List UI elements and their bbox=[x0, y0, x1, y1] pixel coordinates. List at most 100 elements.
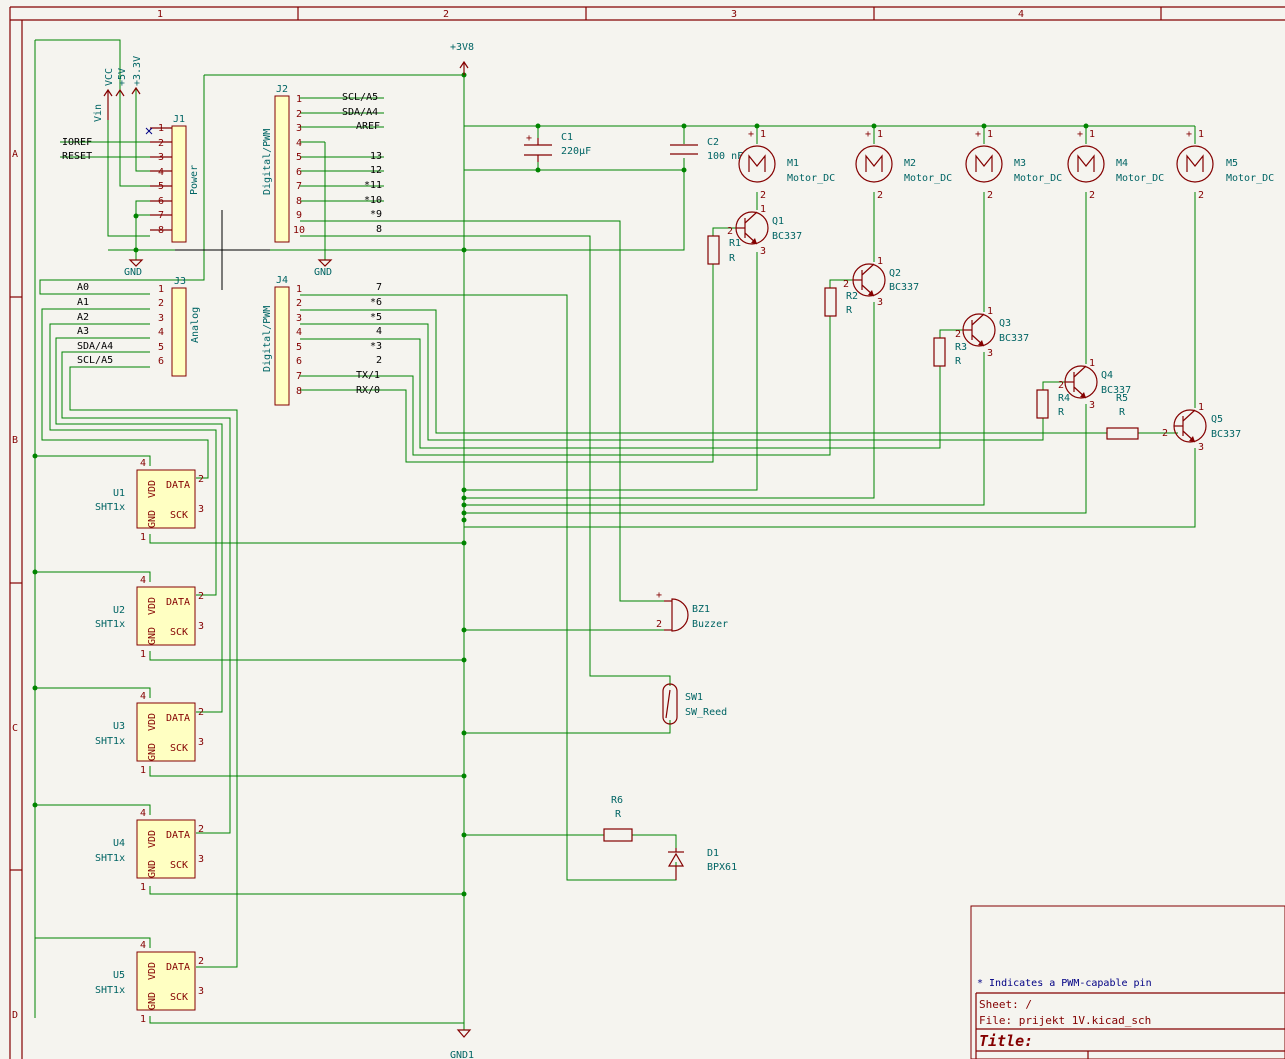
frame-row-b: B bbox=[12, 435, 18, 446]
connector-j2[interactable]: J2 Digital/PWM 1 2 3 4 5 6 7 8 9 10 SCL/… bbox=[262, 84, 382, 243]
sensor-u3[interactable]: VDD GND DATA SCK 4 1 2 3 U3 SHT1x bbox=[95, 691, 204, 776]
title-block: * Indicates a PWM-capable pin Sheet: / F… bbox=[970, 905, 1285, 1059]
title-label: Title: bbox=[979, 1032, 1033, 1050]
capacitor-c1[interactable]: + C1 220µF bbox=[524, 132, 591, 162]
resistor-r6[interactable]: R6 R bbox=[603, 795, 633, 842]
q3-value: BC337 bbox=[999, 333, 1029, 344]
j2-label-11: *11 bbox=[364, 180, 382, 191]
u2-value: SHT1x bbox=[95, 619, 125, 630]
q2-value: BC337 bbox=[889, 282, 919, 293]
svg-text:+: + bbox=[526, 133, 532, 144]
svg-text:DATA: DATA bbox=[166, 713, 190, 724]
svg-text:1: 1 bbox=[877, 256, 883, 267]
power-gnd-j2[interactable]: GND bbox=[314, 259, 333, 278]
u3-ref: U3 bbox=[113, 721, 125, 732]
power-vcc-label: VCC bbox=[104, 68, 115, 86]
svg-text:4: 4 bbox=[140, 940, 146, 951]
j2-label-10: *10 bbox=[364, 195, 382, 206]
j4-label-6: *6 bbox=[370, 297, 382, 308]
connector-j3[interactable]: J3 Analog 1 2 3 4 5 6 A0 A1 A2 A3 SDA/A4… bbox=[77, 276, 201, 377]
frame-row-d: D bbox=[12, 1010, 18, 1021]
power-vcc[interactable]: VCC Vin bbox=[93, 68, 115, 122]
net-ioref: IOREF bbox=[62, 137, 92, 148]
m2-value: Motor_DC bbox=[904, 173, 952, 184]
switch-sw1[interactable]: SW1 SW_Reed bbox=[662, 683, 727, 725]
j2-label-9: *9 bbox=[370, 209, 382, 220]
j3-pin-3: 3 bbox=[158, 313, 164, 324]
svg-text:GND: GND bbox=[147, 992, 158, 1010]
power-3v8[interactable]: +3V8 bbox=[450, 42, 474, 75]
j3-name: Analog bbox=[190, 307, 201, 343]
power-gnd-j1[interactable]: GND bbox=[124, 259, 144, 278]
power-3v3[interactable]: +3.3V bbox=[131, 56, 143, 95]
motor-m3[interactable]: + 1 2 M3 Motor_DC bbox=[965, 129, 1062, 201]
transistor-q3[interactable]: 1 2 3 Q3 BC337 bbox=[955, 306, 1029, 359]
svg-text:2: 2 bbox=[877, 190, 883, 201]
svg-text:3: 3 bbox=[198, 621, 204, 632]
file-name: File: prijekt 1V.kicad_sch bbox=[979, 1014, 1151, 1027]
photodiode-d1[interactable]: D1 BPX61 bbox=[667, 848, 737, 880]
j4-pin-5: 5 bbox=[296, 342, 302, 353]
svg-text:1: 1 bbox=[1089, 358, 1095, 369]
buzzer-bz1[interactable]: + 2 BZ1 Buzzer bbox=[656, 590, 728, 632]
power-5v-label: +5V bbox=[117, 68, 128, 86]
transistor-q5[interactable]: 1 2 3 Q5 BC337 bbox=[1162, 402, 1241, 453]
transistor-q4[interactable]: 1 2 3 Q4 BC337 bbox=[1058, 358, 1131, 411]
sensor-u1[interactable]: VDD GND DATA SCK 4 1 2 3 U1 SHT1x bbox=[95, 458, 204, 543]
svg-text:2: 2 bbox=[198, 474, 204, 485]
r3-value: R bbox=[955, 356, 962, 367]
sensor-u2[interactable]: VDD GND DATA SCK 4 1 2 3 U2 SHT1x bbox=[95, 575, 204, 660]
svg-text:2: 2 bbox=[1089, 190, 1095, 201]
motor-m2[interactable]: + 1 2 M2 Motor_DC bbox=[855, 129, 952, 201]
svg-text:1: 1 bbox=[140, 882, 146, 893]
c2-ref: C2 bbox=[707, 137, 719, 148]
svg-text:1: 1 bbox=[987, 306, 993, 317]
power-5v[interactable]: +5V bbox=[115, 68, 128, 97]
j4-pin-6: 6 bbox=[296, 356, 302, 367]
power-vin-label: Vin bbox=[93, 104, 104, 122]
resistor-r4[interactable]: R4 R bbox=[1036, 389, 1070, 419]
r1-value: R bbox=[729, 253, 736, 264]
d1-value: BPX61 bbox=[707, 862, 737, 873]
motor-m4[interactable]: + 1 2 M4 Motor_DC bbox=[1067, 129, 1164, 201]
r5-value: R bbox=[1119, 407, 1126, 418]
capacitor-c2[interactable]: C2 100 nF bbox=[670, 137, 743, 162]
m5-value: Motor_DC bbox=[1226, 173, 1274, 184]
transistor-q1[interactable]: 1 2 3 Q1 BC337 bbox=[727, 204, 802, 257]
svg-text:1: 1 bbox=[1198, 129, 1204, 140]
resistor-r3[interactable]: R3 R bbox=[933, 337, 967, 367]
wires bbox=[34, 39, 1196, 1030]
svg-text:GND: GND bbox=[147, 627, 158, 645]
j2-label-aref: AREF bbox=[356, 121, 380, 132]
sensor-u4[interactable]: VDD GND DATA SCK 4 1 2 3 U4 SHT1x bbox=[95, 808, 204, 893]
j3-pin-6: 6 bbox=[158, 356, 164, 367]
j2-pin-1: 1 bbox=[296, 94, 302, 105]
m1-ref: M1 bbox=[787, 158, 799, 169]
frame-col-4: 4 bbox=[1018, 9, 1024, 20]
connector-j4[interactable]: J4 Digital/PWM 1 2 3 4 5 6 7 8 7 *6 *5 4… bbox=[262, 275, 382, 406]
power-gnd1[interactable]: GND1 bbox=[450, 1029, 474, 1059]
resistor-r5[interactable]: R5 R bbox=[1106, 393, 1139, 440]
sensor-u5[interactable]: VDD GND DATA SCK 4 1 2 3 U5 SHT1x bbox=[95, 940, 204, 1025]
svg-text:VDD: VDD bbox=[147, 480, 158, 498]
transistor-q2[interactable]: 1 2 3 Q2 BC337 bbox=[843, 256, 919, 308]
motor-m5[interactable]: + 1 2 M5 Motor_DC bbox=[1176, 129, 1274, 201]
svg-text:2: 2 bbox=[955, 329, 961, 340]
svg-text:SCK: SCK bbox=[170, 743, 188, 754]
frame-row-a: A bbox=[12, 149, 18, 160]
svg-text:1: 1 bbox=[1089, 129, 1095, 140]
svg-text:3: 3 bbox=[1198, 442, 1204, 453]
j1-name: Power bbox=[189, 165, 200, 195]
j4-pin-3: 3 bbox=[296, 313, 302, 324]
connector-j1[interactable]: J1 Power 1 2 3 4 5 6 7 8 IOREF RESET bbox=[62, 114, 200, 243]
j2-label-8: 8 bbox=[376, 224, 382, 235]
svg-text:GND: GND bbox=[147, 860, 158, 878]
resistor-r1[interactable]: R1 R bbox=[707, 235, 741, 265]
svg-text:VDD: VDD bbox=[147, 597, 158, 615]
motor-m1[interactable]: + 1 2 M1 Motor_DC bbox=[738, 129, 835, 201]
svg-text:1: 1 bbox=[140, 765, 146, 776]
svg-text:4: 4 bbox=[140, 458, 146, 469]
resistor-r2[interactable]: R2 R bbox=[824, 287, 858, 317]
j4-ref: J4 bbox=[276, 275, 288, 286]
